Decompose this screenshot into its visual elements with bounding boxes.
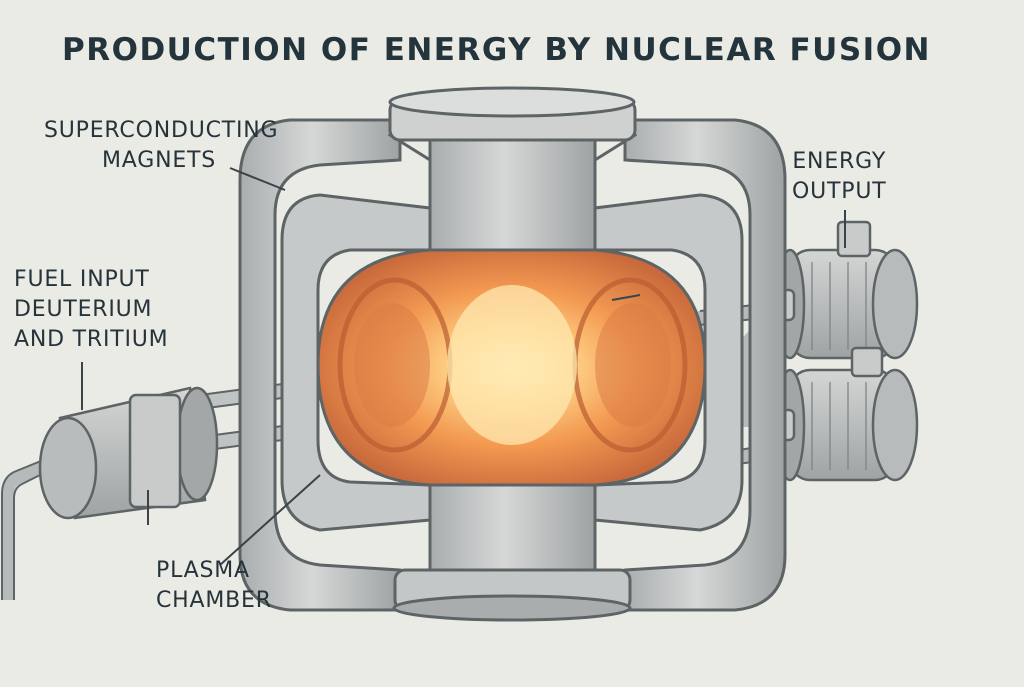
label-plasma-chamber: PLASMA CHAMBER	[156, 556, 272, 616]
fuel-input-canister	[38, 386, 219, 520]
label-fuel-input: FUEL INPUT DEUTERIUM AND TRITIUM	[14, 265, 168, 355]
plasma-core	[447, 285, 577, 445]
label-line: FUEL INPUT	[14, 267, 150, 292]
label-line: CHAMBER	[156, 588, 272, 613]
central-column	[387, 86, 638, 622]
label-line: OUTPUT	[792, 179, 887, 204]
label-line: AND TRITIUM	[14, 327, 169, 352]
page-title: PRODUCTION OF ENERGY BY NUCLEAR FUSION	[62, 32, 931, 68]
label-line: SUPERCONDUCTING	[44, 118, 279, 143]
label-superconducting-magnets: SUPERCONDUCTING MAGNETS	[44, 116, 278, 176]
plasma-chamber	[316, 248, 707, 487]
label-line: MAGNETS	[102, 148, 217, 173]
label-line: DEUTERIUM	[14, 297, 153, 322]
label-energy-output: ENERGY OUTPUT	[792, 147, 886, 207]
superconducting-magnet-outer-frame	[238, 118, 787, 612]
label-line: PLASMA	[156, 558, 250, 583]
label-line: ENERGY	[792, 149, 887, 174]
leader-lines	[81, 167, 846, 566]
